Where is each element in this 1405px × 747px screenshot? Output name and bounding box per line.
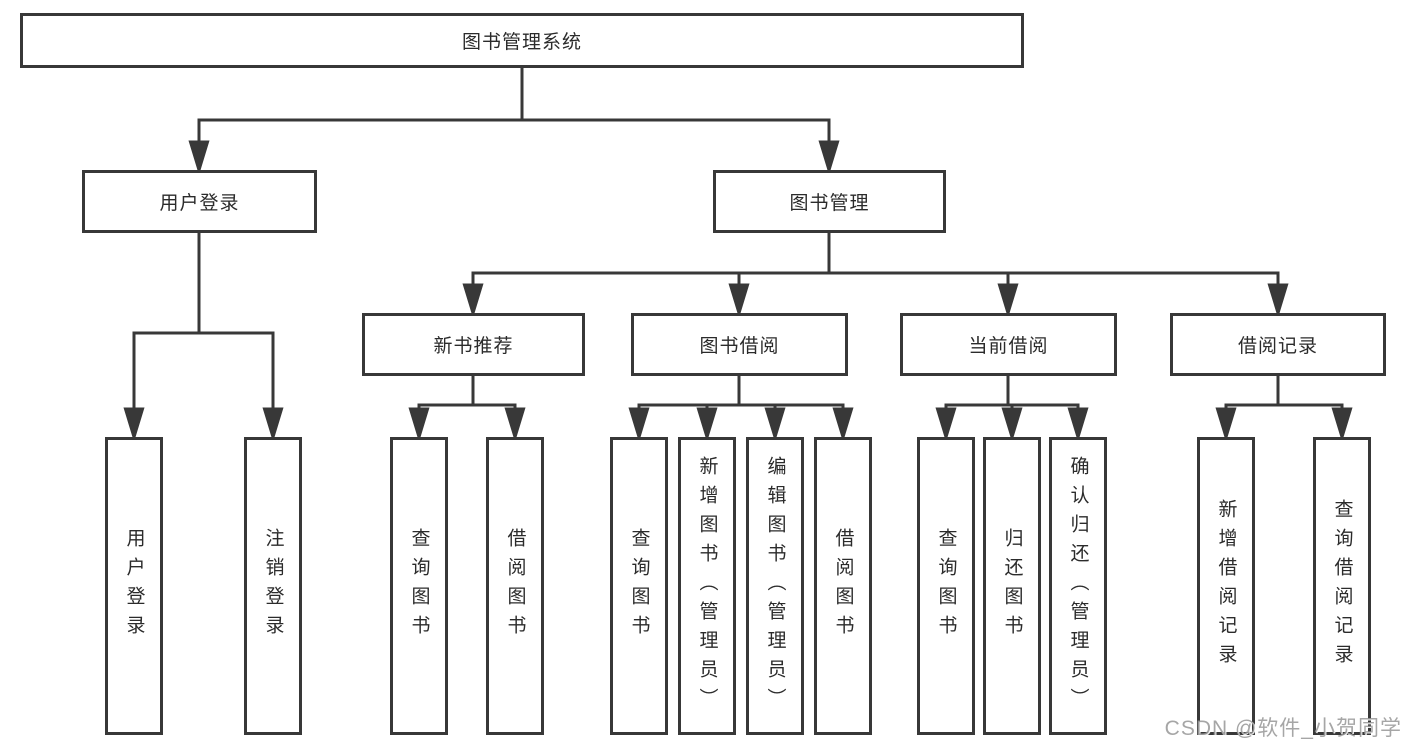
node-borrow-records: 借阅记录	[1170, 313, 1386, 376]
csdn-watermark: CSDN @软件_小贺同学	[1164, 717, 1402, 740]
leaf-borrow-books-recommend-label: 借阅图书	[504, 528, 526, 644]
leaf-query-books-borrow-label: 查询图书	[628, 528, 650, 644]
node-current-borrow: 当前借阅	[900, 313, 1117, 376]
leaf-return-book-label: 归还图书	[1001, 528, 1023, 644]
node-borrow-records-label: 借阅记录	[1237, 336, 1318, 357]
leaf-user-login-label: 用户登录	[123, 528, 145, 644]
connector-new-book-children	[408, 376, 526, 443]
leaf-query-books-current: 查询图书	[917, 437, 975, 735]
leaf-query-books-recommend: 查询图书	[390, 437, 448, 735]
leaf-confirm-return-admin: 确认归还（管理员）	[1049, 437, 1107, 735]
connector-current-borrow-children	[935, 376, 1089, 443]
node-current-borrow-label: 当前借阅	[968, 336, 1049, 357]
leaf-add-borrow-record-label: 新增借阅记录	[1215, 499, 1237, 673]
leaf-query-books-borrow: 查询图书	[610, 437, 668, 735]
connector-book-borrow-children	[628, 376, 854, 443]
leaf-user-login: 用户登录	[105, 437, 163, 735]
node-user-login-label: 用户登录	[159, 193, 240, 214]
leaf-logout-label: 注销登录	[262, 528, 284, 644]
leaf-add-borrow-record: 新增借阅记录	[1197, 437, 1255, 735]
leaf-confirm-return-admin-label: 确认归还（管理员）	[1067, 455, 1089, 717]
leaf-borrow-books: 借阅图书	[814, 437, 872, 735]
connector-borrow-records-children	[1215, 376, 1353, 443]
node-root: 图书管理系统	[20, 13, 1024, 68]
leaf-borrow-books-recommend: 借阅图书	[486, 437, 544, 735]
leaf-add-book-admin: 新增图书（管理员）	[678, 437, 736, 735]
leaf-query-borrow-record-label: 查询借阅记录	[1331, 499, 1353, 673]
node-new-book-recommend: 新书推荐	[362, 313, 585, 376]
leaf-query-books-recommend-label: 查询图书	[408, 528, 430, 644]
leaf-query-books-current-label: 查询图书	[935, 528, 957, 644]
node-root-label: 图书管理系统	[461, 32, 582, 53]
connector-root-to-level2	[188, 68, 840, 176]
leaf-return-book: 归还图书	[983, 437, 1041, 735]
leaf-edit-book-admin: 编辑图书（管理员）	[746, 437, 804, 735]
leaf-query-borrow-record: 查询借阅记录	[1313, 437, 1371, 735]
leaf-edit-book-admin-label: 编辑图书（管理员）	[764, 455, 786, 717]
node-user-login: 用户登录	[82, 170, 317, 233]
node-book-borrow: 图书借阅	[631, 313, 848, 376]
node-book-management: 图书管理	[713, 170, 946, 233]
connector-user-login-children	[123, 233, 284, 443]
leaf-borrow-books-label: 借阅图书	[832, 528, 854, 644]
node-book-management-label: 图书管理	[789, 193, 870, 214]
node-book-borrow-label: 图书借阅	[699, 336, 780, 357]
node-new-book-recommend-label: 新书推荐	[433, 336, 514, 357]
leaf-add-book-admin-label: 新增图书（管理员）	[696, 455, 718, 717]
leaf-logout: 注销登录	[244, 437, 302, 735]
connector-book-management-children	[462, 233, 1289, 319]
